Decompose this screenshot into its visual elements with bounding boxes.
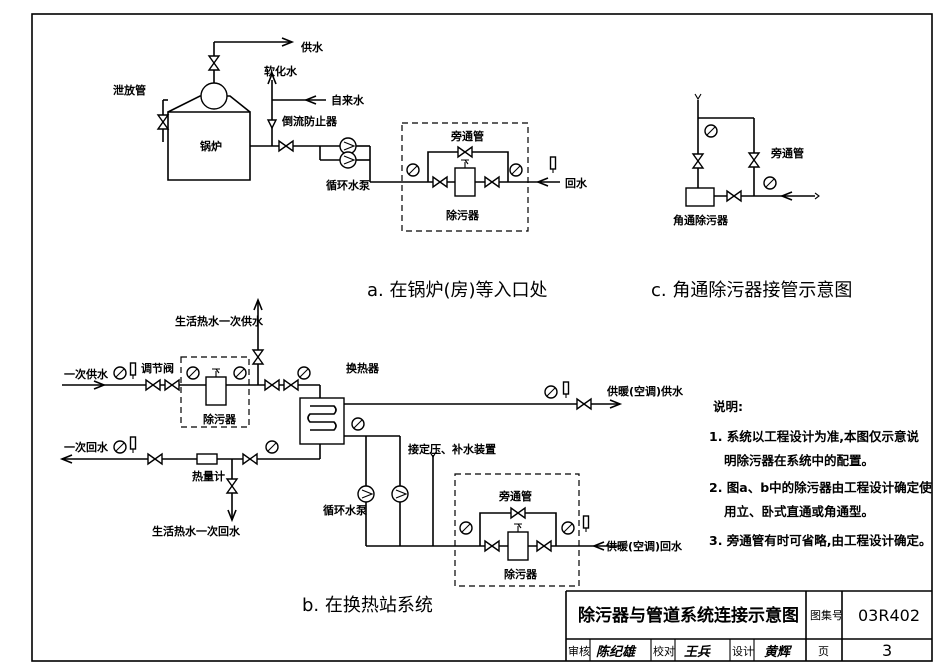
tb-title: 除污器与管道系统连接示意图	[578, 605, 799, 626]
diagram-a	[157, 37, 560, 232]
label-a-soft-water: 软化水	[264, 64, 298, 78]
tb-design-sig: 黄辉	[764, 644, 793, 660]
label-b-primary-return: 一次回水	[64, 440, 109, 454]
diagram-b	[59, 297, 623, 587]
tb-page-no: 3	[882, 641, 892, 660]
tb-check-sig: 王兵	[684, 644, 711, 660]
tb-design: 设计	[732, 645, 754, 658]
tb-page-label: 页	[818, 645, 829, 658]
caption-c: c. 角通除污器接管示意图	[651, 280, 852, 301]
tb-atlas-label: 图集号	[810, 608, 843, 622]
caption-b: b. 在换热站系统	[302, 595, 433, 616]
tb-review-sig: 陈纪雄	[596, 644, 637, 660]
label-a-boiler: 锅炉	[200, 139, 222, 153]
label-b-pump: 循环水泵	[323, 503, 367, 517]
tb-atlas-code: 03R402	[858, 606, 920, 625]
label-b-strainer1: 除污器	[203, 412, 237, 426]
label-b-dhw-supply: 生活热水一次供水	[175, 314, 264, 328]
label-b-heating-supply: 供暖(空调)供水	[606, 384, 684, 398]
note-1b: 明除污器在系统中的配置。	[724, 453, 874, 468]
diagram-c	[685, 93, 820, 207]
note-1a: 1. 系统以工程设计为准,本图仅示意说	[709, 429, 920, 444]
note-2a: 2. 图a、b中的除污器由工程设计确定使	[709, 480, 932, 495]
label-a-pump: 循环水泵	[326, 178, 370, 192]
label-a-bypass: 旁通管	[450, 129, 484, 143]
label-b-pressurize: 接定压、补水装置	[408, 442, 496, 456]
label-b-dhw-return: 生活热水一次回水	[152, 524, 241, 538]
label-b-hx: 换热器	[346, 361, 380, 375]
label-b-valve: 调节阀	[141, 361, 174, 375]
label-a-supply: 供水	[300, 40, 324, 54]
label-c-bypass: 旁通管	[770, 146, 804, 160]
label-a-strainer: 除污器	[446, 208, 480, 222]
title-block	[565, 590, 932, 661]
label-c-strainer: 角通除污器	[673, 213, 729, 227]
label-a-backflow: 倒流防止器	[281, 114, 338, 128]
label-a-tap-water: 自来水	[331, 93, 365, 107]
note-2b: 用立、卧式直通或角通型。	[723, 504, 874, 519]
label-a-return: 回水	[565, 176, 588, 190]
label-b-bypass: 旁通管	[498, 489, 532, 503]
label-a-drain: 泄放管	[113, 83, 146, 97]
label-b-strainer2: 除污器	[504, 567, 538, 581]
caption-a: a. 在锅炉(房)等入口处	[367, 280, 548, 301]
label-b-meter: 热量计	[192, 469, 225, 483]
tb-check: 校对	[653, 644, 675, 658]
tb-review: 审核	[568, 644, 590, 658]
note-3: 3. 旁通管有时可省略,由工程设计确定。	[709, 533, 932, 548]
label-b-heating-return: 供暖(空调)回水	[605, 539, 683, 553]
notes-title: 说明:	[713, 399, 743, 414]
notes: 说明: 1. 系统以工程设计为准,本图仅示意说 明除污器在系统中的配置。 2. …	[709, 399, 932, 548]
label-b-primary-supply: 一次供水	[64, 367, 109, 381]
